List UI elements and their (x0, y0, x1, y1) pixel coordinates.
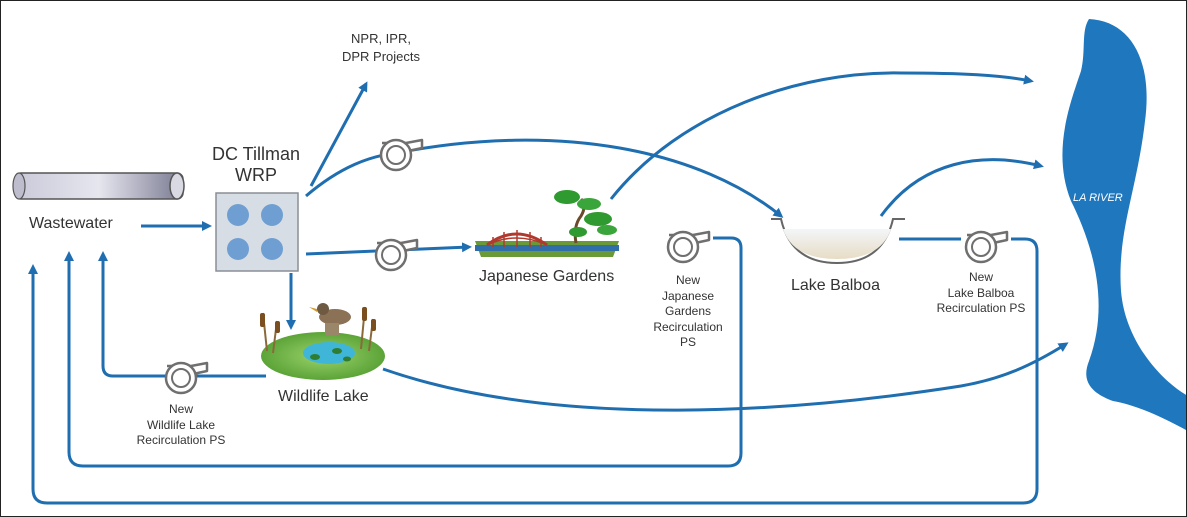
lake-balboa-basin (771, 218, 905, 265)
la-river (1062, 19, 1186, 430)
wildlife-lake-label: Wildlife Lake (278, 388, 369, 405)
duck-icon (309, 303, 351, 335)
recirc-gardens-loop (64, 236, 743, 468)
japanese-gardens-label: Japanese Gardens (479, 268, 615, 285)
wastewater-label: Wastewater (29, 215, 113, 232)
japanese-gardens-illustration (475, 190, 619, 257)
wrp-label: DC Tillman WRP (211, 144, 300, 185)
pump-japanese-gardens (666, 230, 711, 264)
flow-gardens-to-river (609, 71, 1034, 200)
river-label: LA RIVER (1073, 192, 1123, 204)
npr-label: NPR, IPR, DPR Projects (341, 31, 421, 64)
recirc-balboa-loop (28, 237, 1039, 505)
pump-wrp-to-gardens (374, 238, 419, 272)
wastewater-pipe (12, 172, 185, 200)
pump-wrp-to-balboa (379, 138, 424, 172)
flow-balboa-to-river (879, 158, 1044, 217)
flow-wrp-to-npr (309, 81, 368, 187)
lb-pump-label: New Lake Balboa Recirculation PS (936, 270, 1026, 316)
pump-lake-balboa (964, 230, 1009, 264)
jg-pump-label: New Japanese Gardens Recirculation PS (653, 273, 723, 350)
pump-wildlife-lake (164, 361, 209, 395)
wildlife-lake-illustration (260, 303, 385, 380)
wrp-treatment-box (215, 192, 299, 272)
wl-pump-label: New Wildlife Lake Recirculation PS (136, 402, 226, 448)
flow-wrp-to-lake-balboa (305, 138, 784, 218)
recirc-wildlife-loop (98, 251, 266, 378)
lake-balboa-label: Lake Balboa (791, 277, 880, 294)
flow-wildlife-to-river (382, 342, 1069, 412)
